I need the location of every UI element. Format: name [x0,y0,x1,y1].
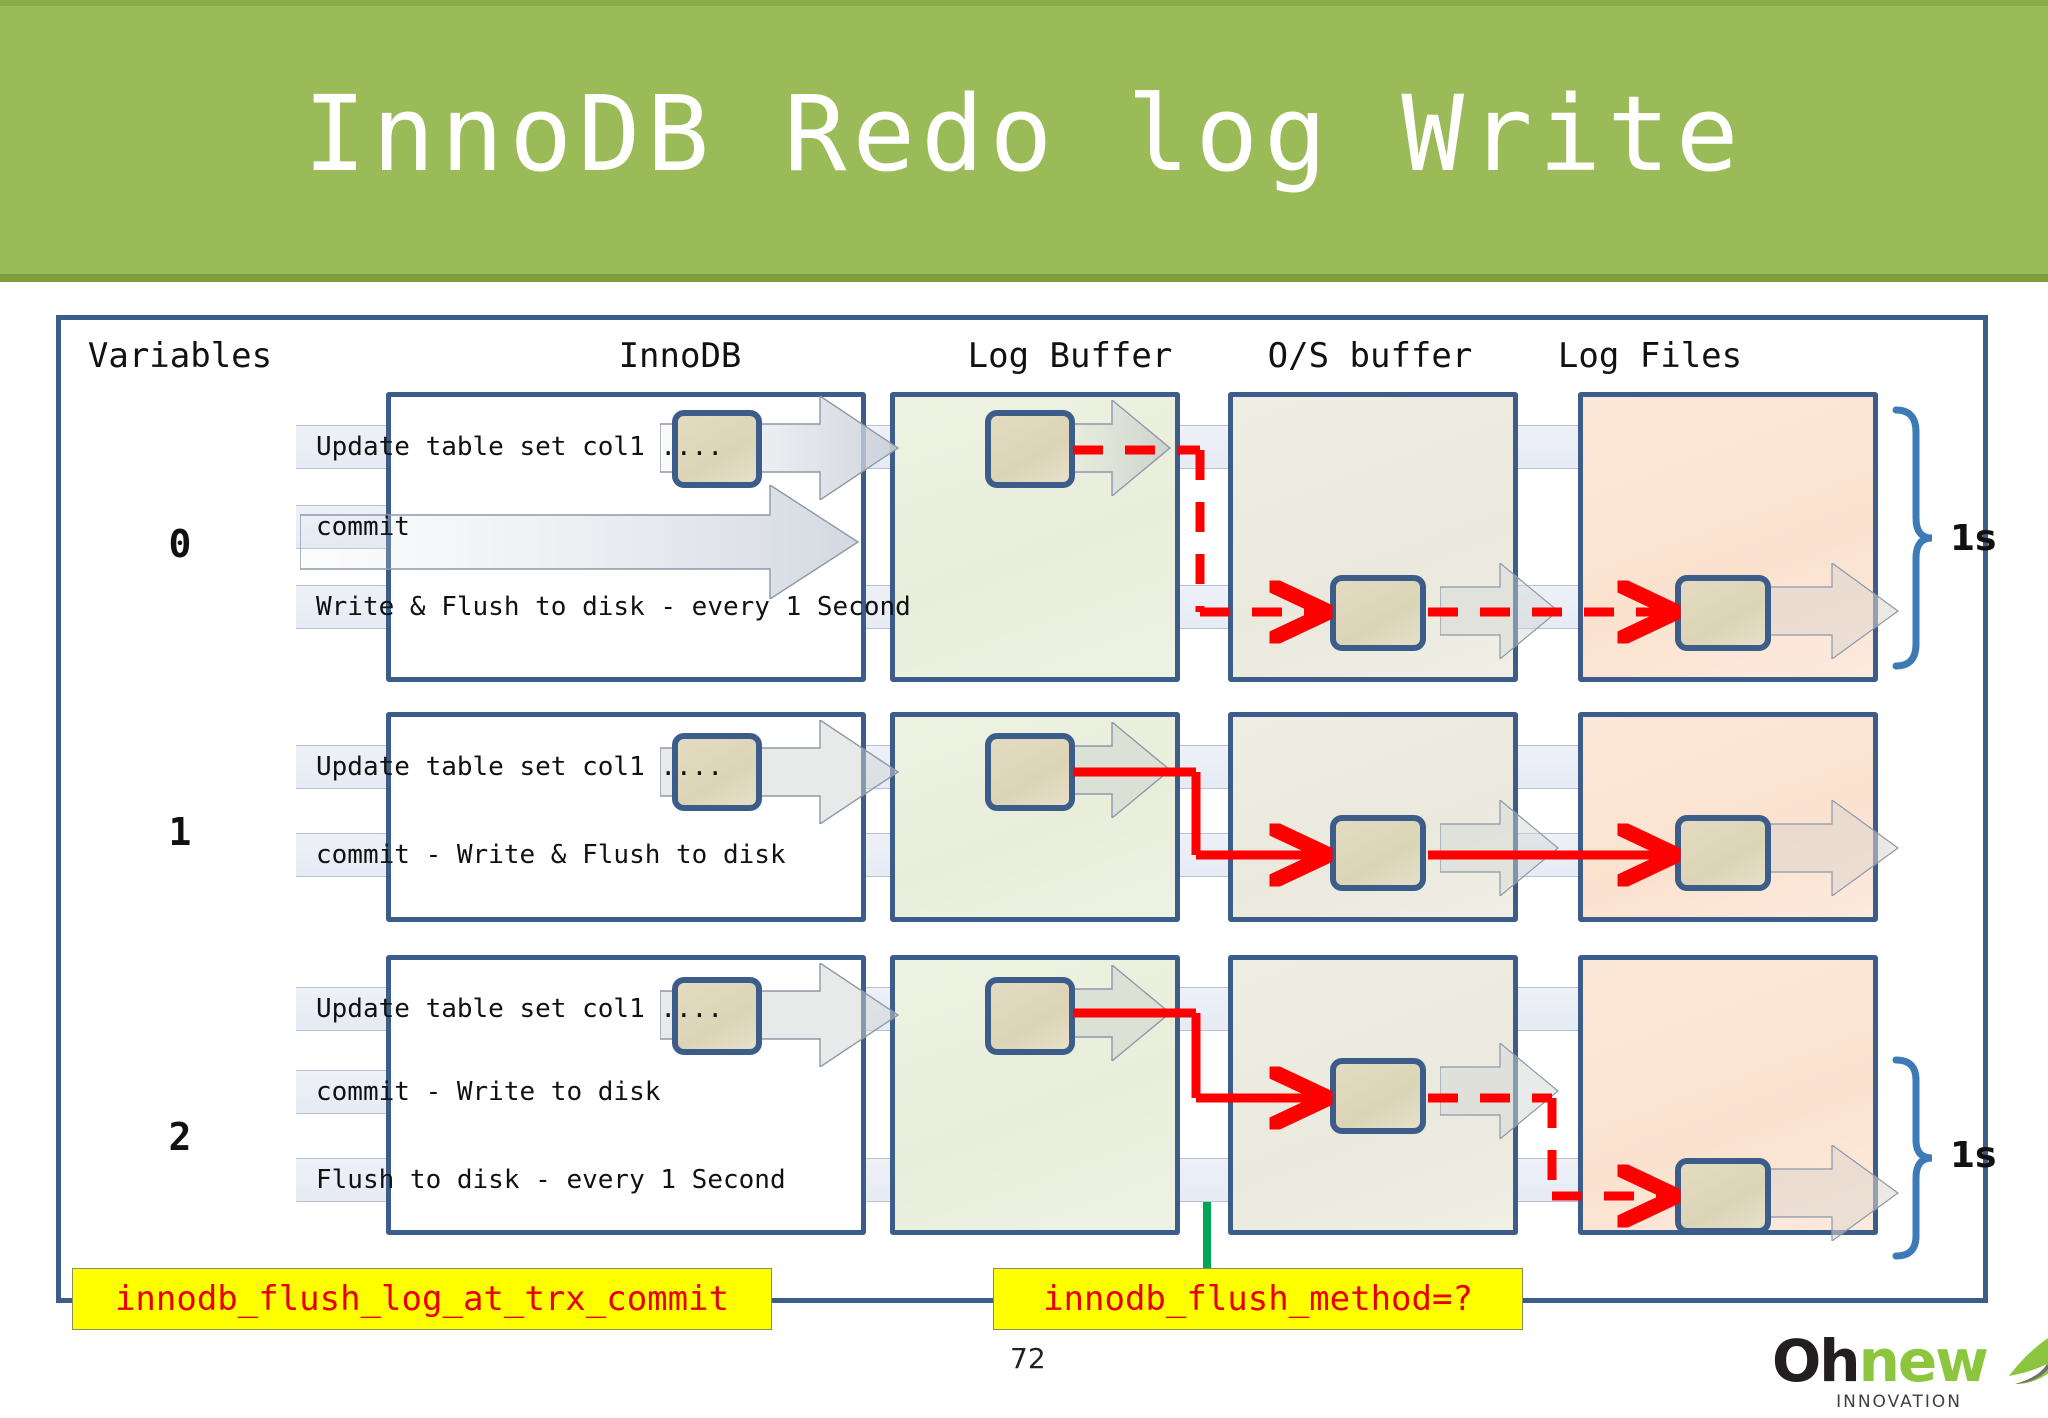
page-number: 72 [1010,1342,1046,1375]
statement-text: commit - Write to disk [316,1077,661,1107]
data-block [985,410,1075,488]
flow-arrow-icon [1440,563,1559,659]
column-header-innodb: InnoDB [618,336,742,376]
title-banner: InnoDB Redo log Write [0,0,2048,282]
statement-text: Update table set col1 .... [316,752,723,782]
logo-tagline: INNOVATION [1836,1392,1962,1412]
statement-text: commit [316,512,410,542]
column-header-os-buffer: O/S buffer [1267,336,1473,376]
logo-text-new: new [1858,1327,1989,1395]
page-title: InnoDB Redo log Write [303,73,1745,195]
column-header-log-files: Log Files [1557,336,1743,376]
variable-value-2: 2 [168,1115,192,1159]
data-block [1675,1158,1771,1234]
timing-label-row0: 1s [1950,518,1997,559]
brand-logo: Ohnew INNOVATION [1772,1330,2048,1412]
column-header-variables: Variables [87,336,273,376]
callout-connector-line [1203,1202,1211,1292]
statement-text: commit - Write & Flush to disk [316,840,786,870]
data-block [1330,815,1426,891]
callout-flush-method-label: innodb_flush_method=? [1043,1279,1473,1319]
callout-flush-method[interactable]: innodb_flush_method=? [993,1268,1523,1330]
statement-text: Update table set col1 .... [316,994,723,1024]
data-block [1330,1058,1426,1134]
variable-value-1: 1 [168,810,192,854]
flow-arrow-icon [1440,800,1559,896]
data-block [1675,575,1771,651]
callout-trx-commit-label: innodb_flush_log_at_trx_commit [114,1279,730,1319]
logo-text-oh: Oh [1772,1327,1861,1395]
timing-label-row2: 1s [1950,1135,1997,1176]
column-header-log-buffer: Log Buffer [967,336,1173,376]
variable-value-0: 0 [168,522,192,566]
logo-swoosh-icon [2008,1337,2048,1384]
flow-arrow-icon [1440,1043,1559,1139]
data-block [985,733,1075,811]
data-block [1675,815,1771,891]
data-block [672,977,762,1055]
flow-arrow-icon [300,485,860,599]
data-block [672,410,762,488]
data-block [1330,575,1426,651]
statement-text: Update table set col1 .... [316,432,723,462]
data-block [672,733,762,811]
panel-innodb-row1 [386,712,866,922]
data-block [985,977,1075,1055]
callout-trx-commit[interactable]: innodb_flush_log_at_trx_commit [72,1268,772,1330]
statement-text: Write & Flush to disk - every 1 Second [316,592,911,622]
statement-text: Flush to disk - every 1 Second [316,1165,786,1195]
